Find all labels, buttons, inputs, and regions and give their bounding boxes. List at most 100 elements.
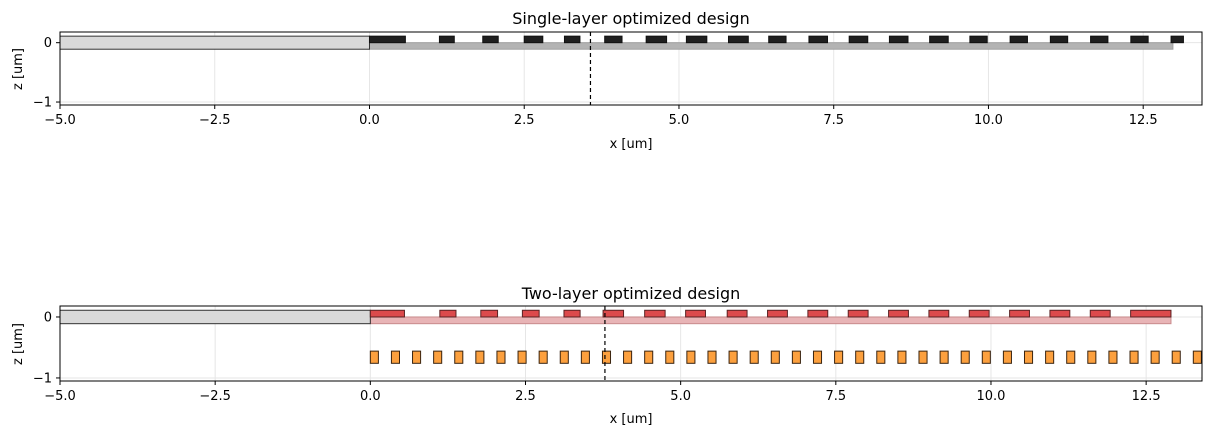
grating-tooth bbox=[928, 309, 950, 318]
bottom-layer-pillar bbox=[728, 350, 738, 364]
bottom-layer-pillar bbox=[1171, 350, 1181, 364]
grating-tooth bbox=[1009, 35, 1028, 44]
grating-tooth bbox=[1089, 309, 1111, 318]
grating-tooth bbox=[685, 35, 708, 44]
x-tick-label: 0.0 bbox=[359, 113, 380, 128]
slab bbox=[368, 42, 1174, 50]
y-tick-label: 0 bbox=[44, 36, 52, 51]
x-tick-label: −5.0 bbox=[44, 389, 76, 404]
bottom-layer-pillar bbox=[791, 350, 801, 364]
bottom-layer-pillar bbox=[496, 350, 506, 364]
plot-frame bbox=[59, 305, 1203, 382]
x-tick-label: 7.5 bbox=[823, 113, 844, 128]
x-tick-label: 10.0 bbox=[974, 113, 1003, 128]
grating-tooth bbox=[604, 35, 623, 44]
bottom-layer-pillar bbox=[834, 350, 844, 364]
input-waveguide bbox=[59, 309, 371, 325]
bottom-layer-pillar bbox=[517, 350, 527, 364]
grating-tooth bbox=[767, 309, 788, 318]
bottom-layer-pillar bbox=[454, 350, 464, 364]
x-tick-label: −2.5 bbox=[199, 113, 231, 128]
grating-tooth bbox=[1170, 35, 1184, 44]
grating-tooth bbox=[521, 309, 540, 318]
x-tick-label: 12.5 bbox=[1129, 113, 1158, 128]
bottom-layer-pillar bbox=[1023, 350, 1034, 364]
x-tick-label: −2.5 bbox=[199, 389, 231, 404]
grating-tooth bbox=[368, 35, 406, 44]
bottom-layer-pillar bbox=[749, 350, 759, 364]
grating-tooth bbox=[523, 35, 544, 44]
y-axis-ticks: 0 −1 bbox=[33, 36, 60, 111]
bottom-layer-pillar bbox=[538, 350, 548, 364]
bottom-layer-pillar bbox=[1129, 350, 1139, 364]
bottom-layer-pillar bbox=[1066, 350, 1076, 364]
grating-tooth bbox=[1090, 35, 1109, 44]
grating-tooth bbox=[969, 35, 988, 44]
grating-tooth bbox=[1049, 309, 1071, 318]
grating-tooth bbox=[968, 309, 990, 318]
y-axis-ticks: 0−1 bbox=[33, 310, 60, 386]
grating-tooth bbox=[563, 309, 581, 318]
x-axis-label: x [um] bbox=[610, 412, 653, 427]
bottom-layer-pillar bbox=[686, 350, 696, 364]
input-waveguide bbox=[59, 35, 370, 50]
x-tick-label: 5.0 bbox=[670, 389, 691, 404]
x-tick-label: 2.5 bbox=[514, 113, 535, 128]
bottom-layer-pillar bbox=[1108, 350, 1118, 364]
bottom-layer-pillar bbox=[981, 350, 991, 364]
x-tick-label: 12.5 bbox=[1132, 389, 1161, 404]
bottom-layer-pillar bbox=[855, 350, 865, 364]
panel-title: Two-layer optimized design bbox=[521, 284, 741, 303]
grating-tooth bbox=[644, 309, 666, 318]
x-tick-label: 10.0 bbox=[977, 389, 1006, 404]
plot-frame bbox=[59, 31, 1203, 106]
bottom-layer-pillar bbox=[1192, 350, 1202, 364]
shapes-layer bbox=[59, 32, 1184, 105]
shapes-layer bbox=[59, 306, 1202, 381]
bottom-layer-pillar bbox=[770, 350, 780, 364]
bottom-layer-pillar bbox=[475, 350, 485, 364]
x-axis-label: x [um] bbox=[610, 137, 653, 152]
bottom-layer-pillar bbox=[412, 350, 422, 364]
grating-tooth bbox=[482, 35, 499, 44]
x-tick-label: −5.0 bbox=[44, 113, 76, 128]
grating-tooth bbox=[726, 309, 748, 318]
grating-tooth bbox=[685, 309, 706, 318]
panel-title: Single-layer optimized design bbox=[512, 9, 749, 28]
bottom-layer-pillar bbox=[601, 350, 612, 364]
grating-tooth bbox=[645, 35, 668, 44]
bottom-layer-pillar bbox=[707, 350, 717, 364]
bottom-layer-pillar bbox=[1087, 350, 1097, 364]
single-layer-panel: Single-layer optimized design −5.0 −2.5 0.… bbox=[11, 9, 1203, 152]
grating-tooth bbox=[848, 35, 869, 44]
x-axis-ticks: −5.0 −2.5 0.0 2.5 5.0 7.5 10.0 12.5 bbox=[44, 105, 1158, 128]
grating-tooth bbox=[438, 35, 455, 44]
grating-tooth bbox=[1009, 309, 1030, 318]
grating-tooth bbox=[847, 309, 869, 318]
bottom-layer-pillar bbox=[1045, 350, 1055, 364]
y-tick-label: −1 bbox=[33, 371, 52, 386]
x-tick-label: 0.0 bbox=[360, 389, 381, 404]
x-tick-label: 5.0 bbox=[669, 113, 690, 128]
x-tick-label: 7.5 bbox=[825, 389, 846, 404]
grating-tooth bbox=[439, 309, 457, 318]
slab bbox=[369, 316, 1172, 325]
bottom-layer-pillar bbox=[390, 350, 400, 364]
bottom-layer-pillar bbox=[939, 350, 949, 364]
bottom-layer-pillar bbox=[623, 350, 633, 364]
grating-tooth bbox=[1130, 309, 1172, 318]
bottom-layer-pillar bbox=[369, 350, 379, 364]
grating-tooth bbox=[807, 309, 829, 318]
grating-tooth bbox=[480, 309, 499, 318]
y-tick-label: −1 bbox=[33, 96, 52, 111]
y-axis-label: z [um] bbox=[11, 323, 26, 365]
y-axis-label: z [um] bbox=[11, 48, 26, 90]
grating-tooth bbox=[602, 309, 625, 318]
bottom-layer-pillar bbox=[1002, 350, 1012, 364]
bottom-layer-pillar bbox=[644, 350, 654, 364]
grating-tooth bbox=[888, 309, 909, 318]
bottom-layer-pillar bbox=[665, 350, 675, 364]
grating-tooth bbox=[369, 309, 405, 318]
